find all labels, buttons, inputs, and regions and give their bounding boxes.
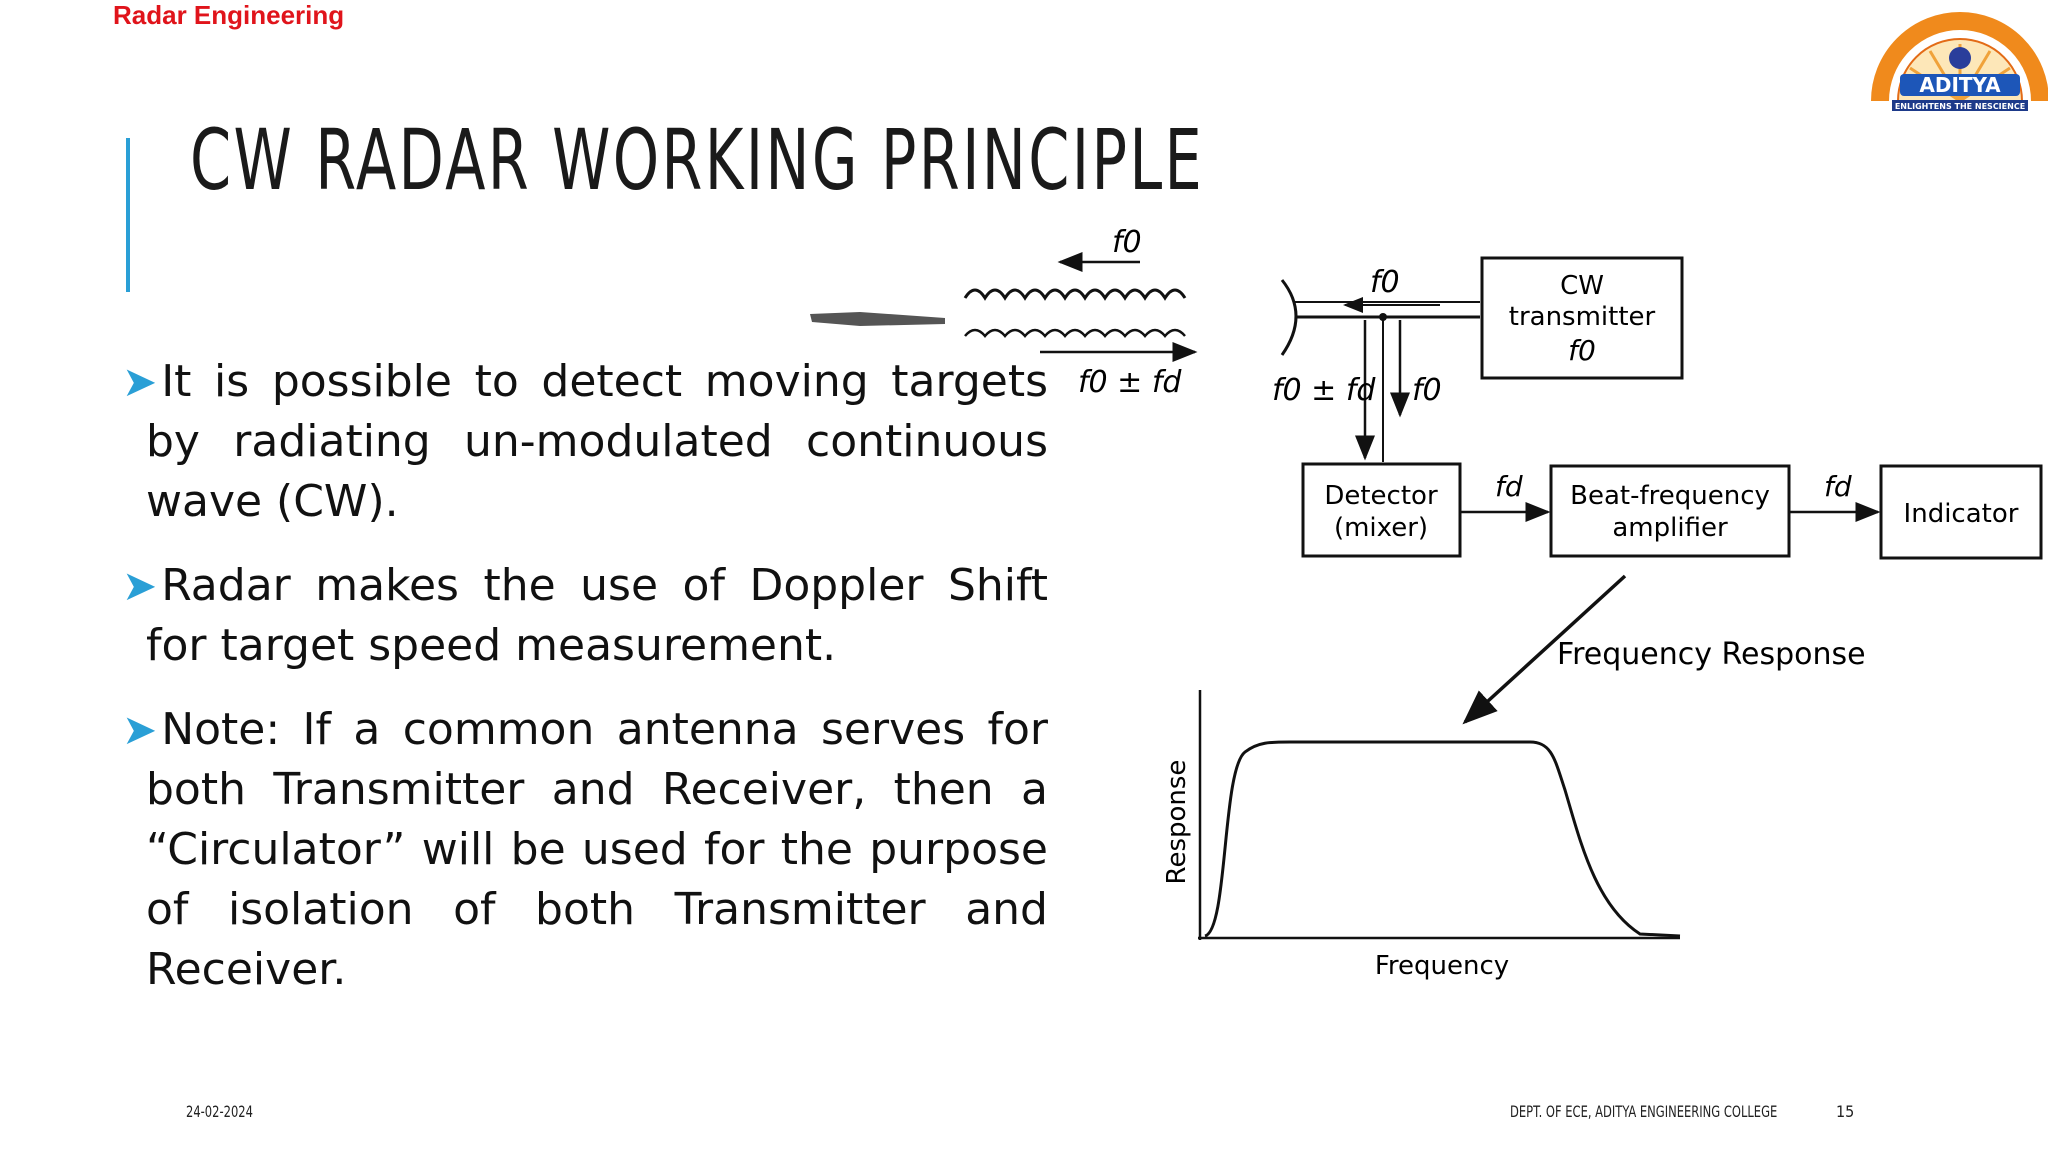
det-line1: Detector (1324, 481, 1438, 511)
label-f0-down: f0 (1412, 373, 1442, 408)
amp-line1: Beat-frequency (1570, 481, 1770, 511)
footer-date: 24-02-2024 (186, 1102, 253, 1121)
label-fd-2: fd (1824, 470, 1852, 503)
label-f0-top: f0 (1112, 225, 1142, 260)
bullet-text: Radar makes the use of Doppler Shift for… (146, 560, 1048, 671)
label-f0-fd-down: f0 ± fd (1272, 373, 1376, 408)
arrow-bullet-icon: ➤ (122, 357, 158, 406)
bullet-list: ➤It is possible to detect moving targets… (122, 352, 1048, 1024)
bullet-text: It is possible to detect moving targets … (146, 356, 1048, 527)
amp-line2: amplifier (1612, 513, 1728, 543)
label-fd-1: fd (1495, 470, 1523, 503)
det-line2: (mixer) (1334, 513, 1428, 543)
plot-ylabel: Response (1162, 760, 1192, 885)
antenna-dish (1280, 279, 1298, 356)
bullet-item: ➤Radar makes the use of Doppler Shift fo… (122, 556, 1048, 676)
cw-radar-block-diagram: f0 f0 ± fd f0 f0 ± fd f0 CW transmitter … (810, 225, 2043, 981)
tx-line2: transmitter (1509, 302, 1656, 332)
indicator-block (1879, 464, 2043, 560)
course-title: Radar Engineering (113, 0, 345, 30)
tx-line3: f0 (1568, 334, 1596, 367)
cw-transmitter-block (1480, 256, 1684, 380)
college-logo: ADITYA ENLIGHTENS THE NESCIENCE (1871, 12, 2048, 111)
plot-xlabel: Frequency (1375, 951, 1509, 981)
bullet-item: ➤It is possible to detect moving targets… (122, 352, 1048, 532)
frequency-response-label: Frequency Response (1557, 637, 1866, 672)
arrow-bullet-icon: ➤ (122, 705, 158, 754)
title-accent-bar (126, 138, 130, 292)
label-f0-fd-wave: f0 ± fd (1078, 365, 1182, 400)
wave-return (964, 328, 1186, 338)
footer-department: DEPT. OF ECE, ADITYA ENGINEERING COLLEGE (1510, 1102, 1778, 1121)
wave-outgoing (963, 288, 1187, 301)
slide-title: CW RADAR WORKING PRINCIPLE (190, 111, 1205, 209)
frequency-response-curve (1204, 740, 1681, 938)
bullet-item: ➤Note: If a common antenna serves for bo… (122, 700, 1048, 1000)
logo-text: ADITYA (1919, 73, 2001, 97)
bullet-text: Note: If a common antenna serves for bot… (146, 704, 1048, 995)
label-f0-antenna: f0 (1370, 265, 1400, 300)
target-aircraft (810, 312, 945, 326)
tx-line1: CW (1560, 271, 1604, 301)
page-number: 15 (1836, 1102, 1855, 1121)
detector-block (1301, 462, 1462, 558)
arrow-bullet-icon: ➤ (122, 561, 158, 610)
indicator-label: Indicator (1904, 499, 2019, 529)
logo-tagline: ENLIGHTENS THE NESCIENCE (1895, 102, 2025, 111)
